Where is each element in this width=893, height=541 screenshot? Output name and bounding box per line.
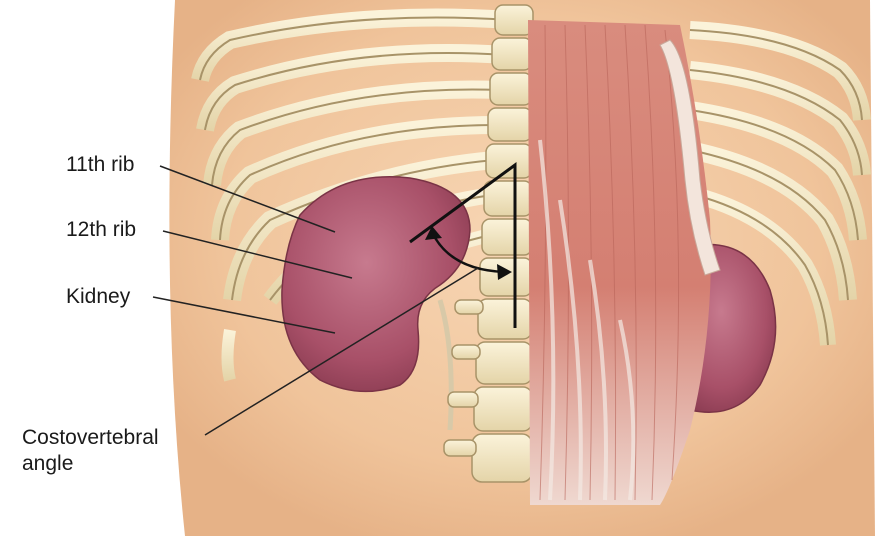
label-cva-line1: Costovertebral <box>22 425 159 451</box>
label-costovertebral-angle: Costovertebral angle <box>22 425 159 477</box>
label-12th-rib: 12th rib <box>66 217 136 243</box>
label-11th-rib: 11th rib <box>66 152 135 178</box>
label-cva-line2: angle <box>22 451 159 477</box>
label-kidney: Kidney <box>66 284 130 310</box>
